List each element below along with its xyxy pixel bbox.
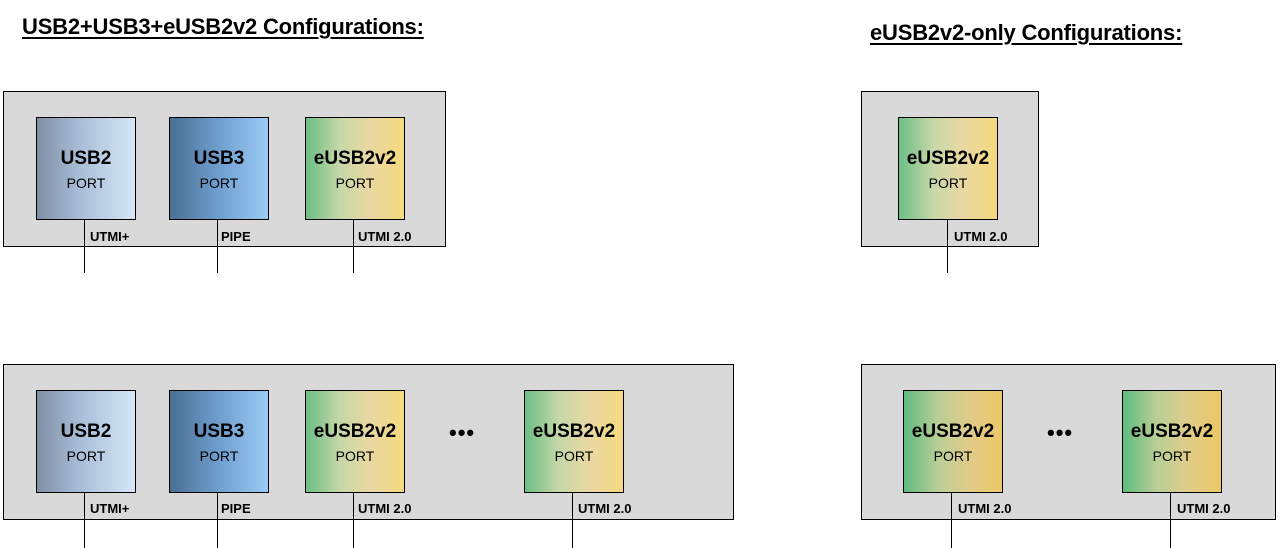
usb2-port-block: USB2 PORT bbox=[36, 390, 136, 493]
port-label: PORT bbox=[335, 175, 375, 191]
connection-line bbox=[84, 493, 85, 548]
interface-label-utmi20: UTMI 2.0 bbox=[578, 501, 632, 516]
interface-label-utmi20: UTMI 2.0 bbox=[358, 229, 412, 244]
interface-label-utmi-plus: UTMI+ bbox=[90, 229, 130, 244]
port-label: PORT bbox=[1152, 448, 1192, 464]
connection-line bbox=[947, 220, 948, 273]
port-name: USB2 bbox=[60, 421, 112, 442]
port-name: eUSB2v2 bbox=[906, 148, 990, 169]
interface-label-utmi20: UTMI 2.0 bbox=[954, 229, 1008, 244]
interface-label-pipe: PIPE bbox=[221, 229, 251, 244]
connection-line bbox=[84, 220, 85, 273]
ellipsis-more-ports: ••• bbox=[1047, 420, 1074, 445]
port-name: eUSB2v2 bbox=[911, 421, 995, 442]
connection-line bbox=[951, 493, 952, 548]
port-label: PORT bbox=[199, 448, 239, 464]
port-label: PORT bbox=[66, 448, 106, 464]
usb3-port-block: USB3 PORT bbox=[169, 117, 269, 220]
usb3-port-block: USB3 PORT bbox=[169, 390, 269, 493]
heading-mixed-configurations: USB2+USB3+eUSB2v2 Configurations: bbox=[22, 14, 424, 39]
connection-line bbox=[572, 493, 573, 548]
port-name: USB2 bbox=[60, 148, 112, 169]
connection-line bbox=[217, 220, 218, 273]
interface-label-utmi20: UTMI 2.0 bbox=[1177, 501, 1231, 516]
eusb2v2-port-block: eUSB2v2 PORT bbox=[1122, 390, 1222, 493]
port-label: PORT bbox=[66, 175, 106, 191]
port-label: PORT bbox=[554, 448, 594, 464]
port-name: USB3 bbox=[193, 421, 245, 442]
port-label: PORT bbox=[933, 448, 973, 464]
port-name: eUSB2v2 bbox=[313, 421, 397, 442]
usb2-port-block: USB2 PORT bbox=[36, 117, 136, 220]
port-name: USB3 bbox=[193, 148, 245, 169]
eusb2v2-port-block: eUSB2v2 PORT bbox=[898, 117, 998, 220]
connection-line bbox=[353, 493, 354, 548]
connection-line bbox=[217, 493, 218, 548]
interface-label-utmi-plus: UTMI+ bbox=[90, 501, 130, 516]
port-name: eUSB2v2 bbox=[1130, 421, 1214, 442]
eusb2v2-port-block: eUSB2v2 PORT bbox=[305, 117, 405, 220]
port-name: eUSB2v2 bbox=[313, 148, 397, 169]
eusb2v2-port-block: eUSB2v2 PORT bbox=[524, 390, 624, 493]
port-label: PORT bbox=[199, 175, 239, 191]
ellipsis-more-ports: ••• bbox=[449, 420, 476, 445]
eusb2v2-port-block: eUSB2v2 PORT bbox=[305, 390, 405, 493]
connection-line bbox=[1170, 493, 1171, 548]
interface-label-pipe: PIPE bbox=[221, 501, 251, 516]
port-label: PORT bbox=[335, 448, 375, 464]
heading-eusb2v2-only-configurations: eUSB2v2-only Configurations: bbox=[870, 20, 1183, 45]
eusb2v2-port-block: eUSB2v2 PORT bbox=[903, 390, 1003, 493]
connection-line bbox=[353, 220, 354, 273]
interface-label-utmi20: UTMI 2.0 bbox=[958, 501, 1012, 516]
port-name: eUSB2v2 bbox=[532, 421, 616, 442]
port-label: PORT bbox=[928, 175, 968, 191]
interface-label-utmi20: UTMI 2.0 bbox=[358, 501, 412, 516]
